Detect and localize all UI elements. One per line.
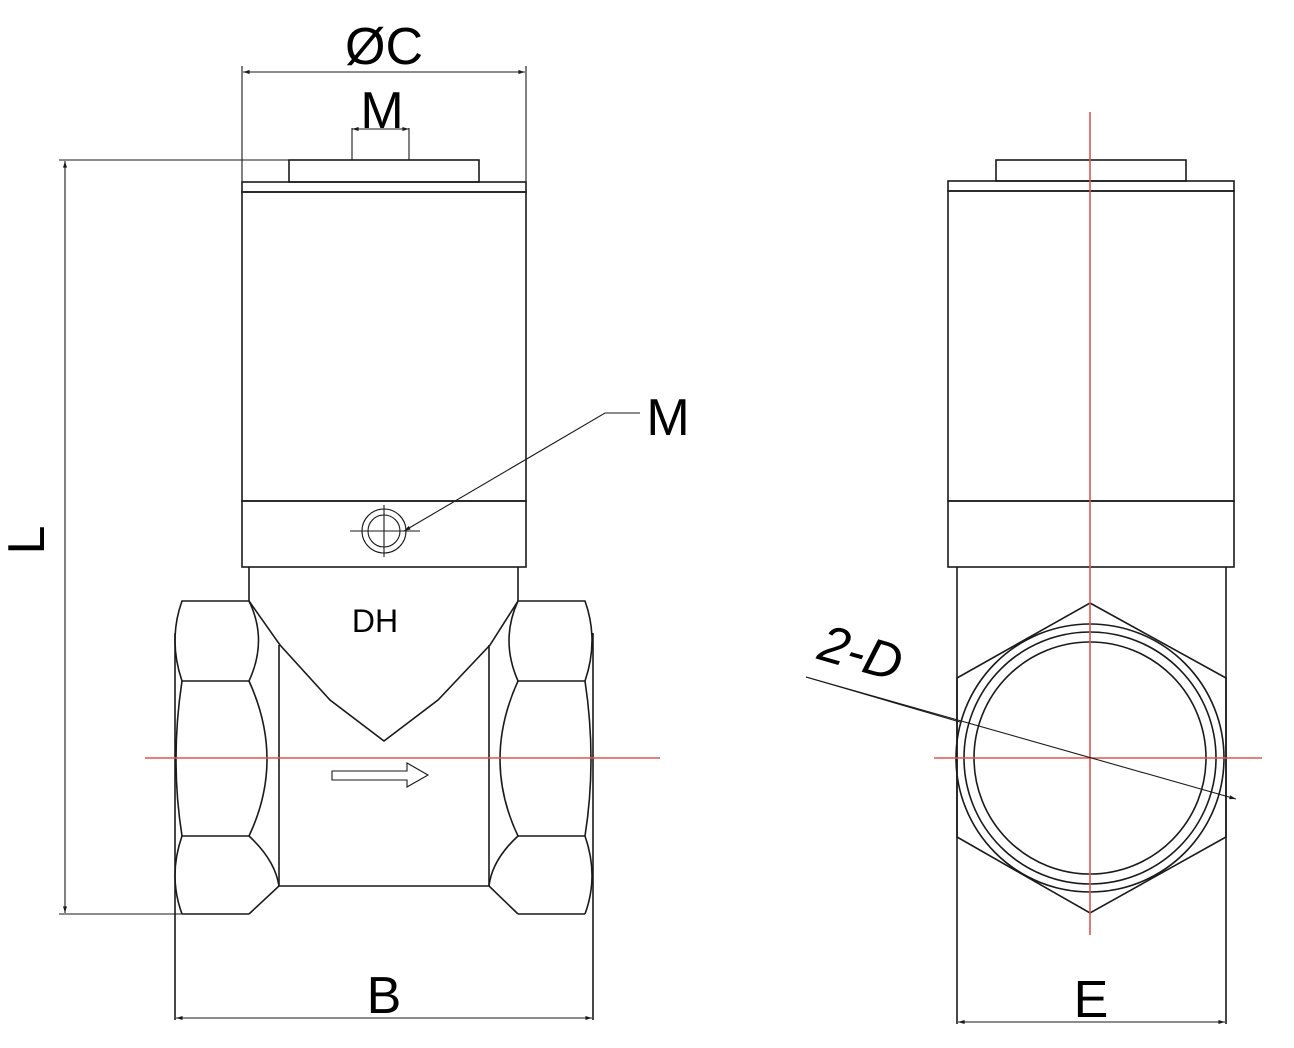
side-view: 2-D E [805, 112, 1262, 1029]
body-marking: DH [352, 603, 398, 639]
svg-text:B: B [367, 967, 402, 1025]
dimension-width: E [958, 971, 1225, 1029]
bonnet-outline [248, 600, 519, 743]
connector-symbol-icon [350, 505, 420, 557]
coil-body [241, 191, 527, 568]
dimension-top-connector: M [352, 82, 409, 140]
svg-text:ØC: ØC [345, 18, 423, 76]
right-hex-nut [488, 600, 594, 1020]
dimension-side-connector: M [403, 389, 690, 532]
dimension-overall-length: B [176, 967, 592, 1025]
svg-text:E: E [1074, 971, 1109, 1029]
svg-text:M: M [360, 82, 403, 140]
svg-text:L: L [0, 526, 56, 555]
left-hex-nut [174, 600, 280, 1020]
svg-text:2-D: 2-D [811, 614, 908, 693]
dimension-overall-height: L [0, 159, 289, 915]
front-view: DH ØC M M L B [0, 18, 690, 1025]
flow-arrow-icon [331, 762, 430, 788]
svg-text:M: M [646, 389, 689, 447]
dimension-coil-diameter: ØC [241, 18, 527, 182]
